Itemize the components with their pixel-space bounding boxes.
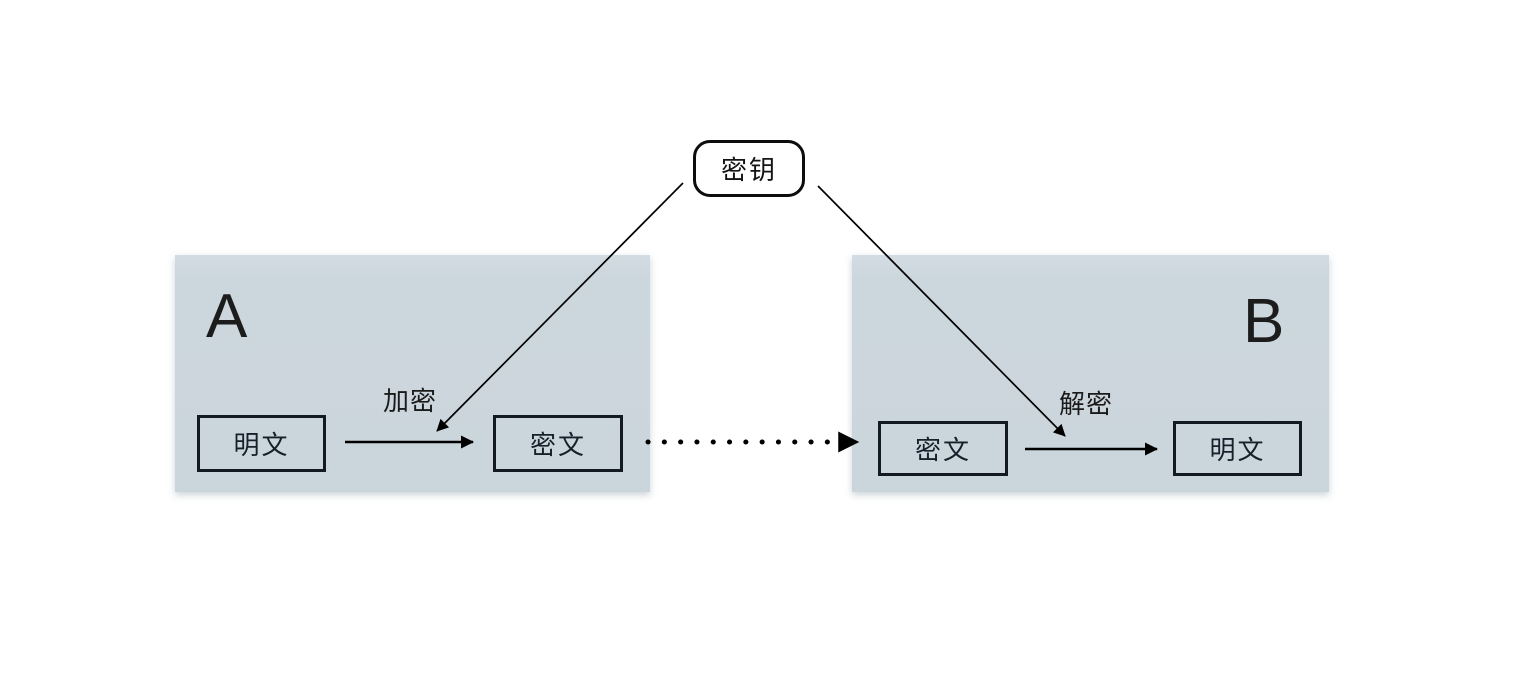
key-node: 密钥: [693, 140, 805, 197]
receiver-panel: [852, 255, 1329, 492]
receiver-plaintext-box: 明文: [1173, 421, 1302, 476]
key-to-decrypt-arrow: [817, 185, 1066, 437]
sender-label: A: [206, 282, 248, 351]
key-node-label: 密钥: [720, 155, 777, 185]
sender-plaintext-box: 明文: [197, 415, 326, 472]
sender-panel: [175, 255, 650, 492]
sender-ciphertext-label: 密文: [529, 430, 586, 460]
decrypt-label: 解密: [1058, 389, 1113, 419]
receiver-plaintext-label: 明文: [1209, 435, 1266, 465]
key-to-encrypt-arrow: [436, 182, 684, 432]
receiver-ciphertext-box: 密文: [878, 421, 1008, 476]
sender-ciphertext-box: 密文: [493, 415, 623, 472]
encrypt-label: 加密: [382, 386, 437, 416]
sender-plaintext-label: 明文: [233, 430, 290, 460]
receiver-label: B: [1243, 287, 1285, 356]
receiver-ciphertext-label: 密文: [914, 435, 971, 465]
